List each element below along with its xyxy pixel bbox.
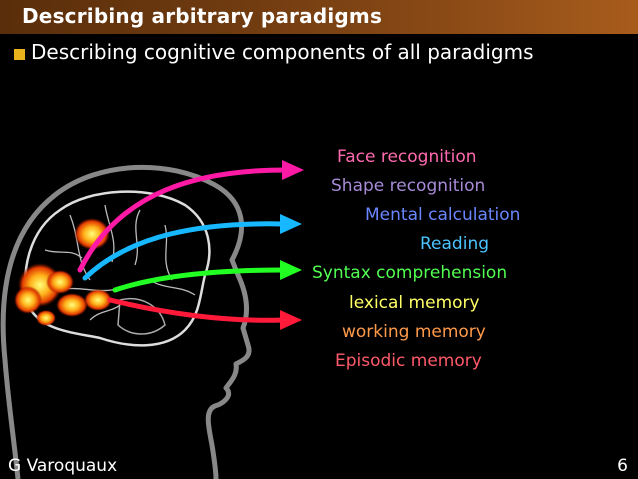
slide-title: Describing arbitrary paradigms	[22, 4, 383, 28]
page-number: 6	[617, 456, 628, 476]
label-episodic-memory: Episodic memory	[335, 351, 482, 371]
label-mental-calculation: Mental calculation	[365, 205, 521, 225]
bullet-text: Describing cognitive components of all p…	[31, 40, 534, 64]
arrow-cyan	[82, 221, 287, 281]
label-lexical-memory: lexical memory	[349, 293, 480, 313]
cerebellum-outline	[117, 298, 166, 335]
arrow-magenta-head	[282, 160, 304, 180]
arrow-magenta	[77, 167, 289, 273]
activation-blobs	[14, 218, 112, 326]
label-reading: Reading	[420, 234, 490, 254]
arrow-cyan-head	[280, 214, 302, 234]
title-bar: Describing arbitrary paradigms	[0, 0, 638, 34]
head-outline	[0, 164, 252, 479]
bullet-square-icon	[14, 48, 25, 60]
label-shape-recognition: Shape recognition	[331, 176, 486, 196]
arrow-red-head	[280, 310, 302, 330]
label-face-recognition: Face recognition	[337, 147, 477, 167]
arrow-red	[107, 297, 286, 323]
bullet-item: Describing cognitive components of all p…	[14, 40, 534, 64]
label-syntax-comprehension: Syntax comprehension	[312, 263, 508, 283]
arrow-green	[112, 267, 286, 293]
arrows	[77, 160, 304, 330]
brain-outline	[24, 190, 211, 347]
arrow-green-head	[280, 260, 302, 280]
footer-author: G Varoquaux	[8, 456, 118, 476]
label-working-memory: working memory	[342, 322, 486, 342]
